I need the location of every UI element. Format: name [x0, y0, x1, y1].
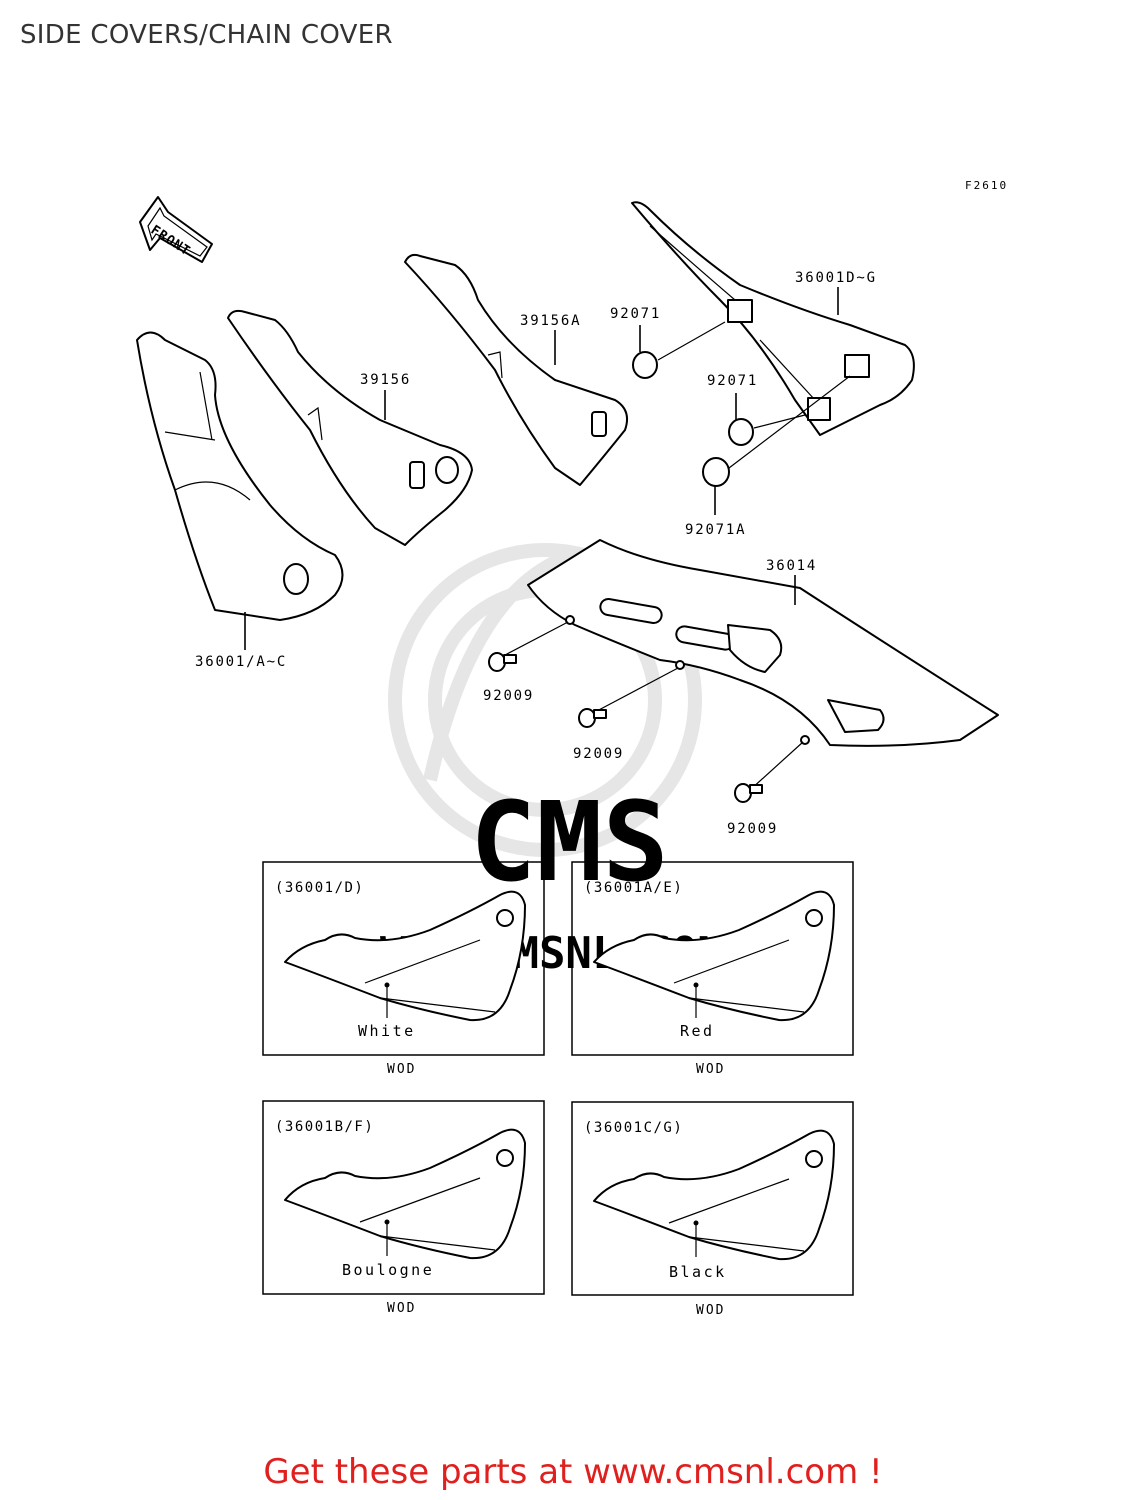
cover-inner-part: 39156: [227, 309, 473, 546]
variant-box-4: (36001C/G) Black WOD: [571, 1101, 854, 1318]
figure-code: F2610: [965, 179, 1008, 192]
grommet-a-part: 92071A: [685, 375, 851, 538]
variant-wod: WOD: [387, 1062, 416, 1077]
grommet-mid-part: 92071: [707, 373, 806, 446]
callout-grommet-top: 92071: [610, 306, 661, 322]
variant-color: White: [358, 1022, 416, 1040]
variant-code: (36001A/E): [584, 880, 683, 896]
variant-code: (36001/D): [275, 880, 364, 896]
callout-side-cover: 36001/A~C: [195, 654, 287, 670]
front-arrow-icon: FRONT: [139, 196, 213, 263]
order-parts-link[interactable]: Get these parts at www.cmsnl.com !: [263, 1452, 883, 1492]
watermark-brand: CMS: [470, 778, 669, 906]
grommet-top-part: 92071: [610, 306, 726, 379]
rear-cover-part: 36001D~G: [631, 201, 915, 436]
variant-box-2: (36001A/E) Red WOD: [571, 861, 854, 1077]
bolt-2-part: 92009: [573, 667, 679, 762]
callout-bolt-2: 92009: [573, 746, 624, 762]
variant-wod: WOD: [696, 1303, 725, 1318]
callout-cover-inner: 39156: [360, 372, 411, 388]
callout-grommet-a: 92071A: [685, 522, 746, 538]
side-cover-part: 36001/A~C: [136, 331, 344, 670]
variant-code: (36001B/F): [275, 1119, 374, 1135]
chain-cover-part: 36014: [527, 539, 999, 747]
callout-bolt-1: 92009: [483, 688, 534, 704]
variant-color: Black: [669, 1263, 727, 1281]
variant-code: (36001C/G): [584, 1120, 683, 1136]
callout-grommet-mid: 92071: [707, 373, 758, 389]
page-title: SIDE COVERS/CHAIN COVER: [20, 20, 393, 50]
cover-inner-a-part: 39156A: [404, 253, 628, 486]
variant-color: Red: [680, 1022, 715, 1040]
callout-rear-cover: 36001D~G: [795, 270, 877, 286]
callout-bolt-3: 92009: [727, 821, 778, 837]
callout-chain-cover: 36014: [766, 558, 817, 574]
variant-box-1: (36001/D) White WOD: [262, 861, 545, 1077]
bolt-1-part: 92009: [483, 621, 569, 704]
variant-color: Boulogne: [342, 1261, 434, 1279]
variant-box-3: (36001B/F) Boulogne WOD: [262, 1100, 545, 1316]
bolt-3-part: 92009: [727, 741, 804, 837]
callout-cover-inner-a: 39156A: [520, 313, 581, 329]
variant-wod: WOD: [387, 1301, 416, 1316]
variant-wod: WOD: [696, 1062, 725, 1077]
